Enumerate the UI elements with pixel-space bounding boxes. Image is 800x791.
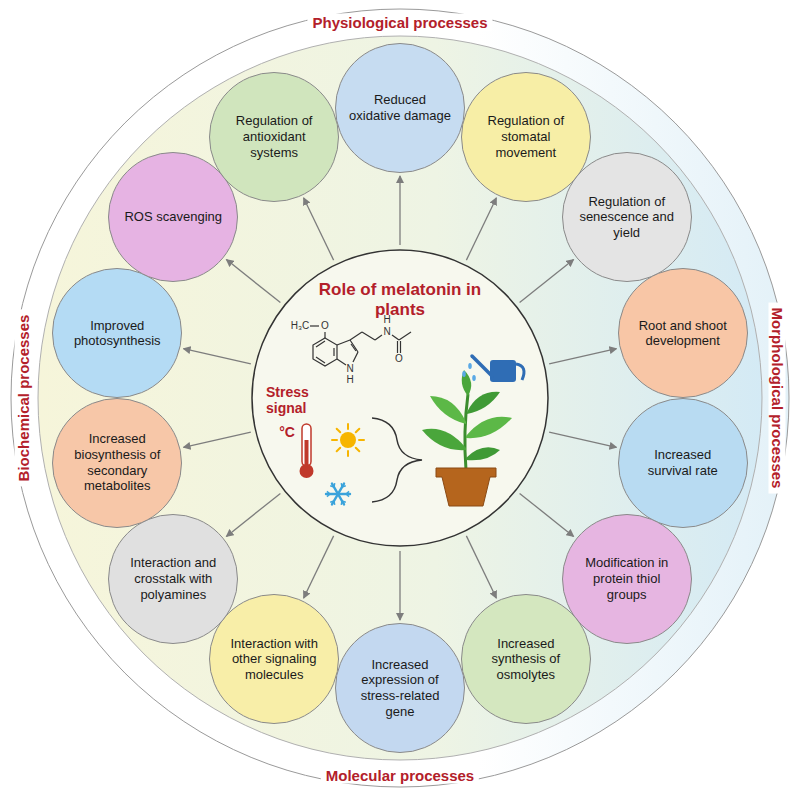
- effect-text: Reduced oxidative damage: [349, 92, 451, 123]
- effect-circle: Improved photosynthesis: [52, 268, 182, 398]
- connector-arrow: [466, 198, 496, 260]
- connector-arrow: [226, 493, 280, 536]
- connector-arrow: [549, 432, 616, 447]
- center-circle: Role of melatonin in plantsStress signal: [250, 248, 550, 548]
- effect-text: Increased biosynthesis of secondary meta…: [66, 431, 168, 493]
- process-label: Physiological processes: [307, 14, 492, 31]
- atom-label: N: [346, 364, 353, 374]
- process-label: Molecular processes: [321, 767, 479, 784]
- atom-label: H₃C: [291, 321, 310, 331]
- atom-label: O: [395, 354, 403, 364]
- effect-text: Regulation of antioxidant systems: [223, 113, 325, 160]
- connector-arrow: [399, 551, 400, 620]
- effect-circle: Increased synthesis of osmolytes: [461, 594, 591, 724]
- process-label: Morphological processes: [769, 303, 786, 494]
- center-title: Role of melatonin in plants: [315, 280, 485, 319]
- connector-arrow: [304, 198, 334, 260]
- effect-circle: Interaction and crosstalk with polyamine…: [108, 514, 238, 644]
- effect-circle: Root and shoot development: [618, 268, 748, 398]
- effect-circle: Increased expression of stress-related g…: [335, 623, 465, 753]
- connector-arrow: [520, 493, 574, 536]
- effect-text: Interaction with other signaling molecul…: [223, 636, 325, 683]
- connector-arrow: [399, 176, 400, 245]
- effect-text: Increased expression of stress-related g…: [349, 657, 451, 719]
- effect-text: Modification in protein thiol groups: [576, 555, 678, 602]
- effect-text: Improved photosynthesis: [66, 318, 168, 349]
- effect-circle: Regulation of senescence and yield: [562, 152, 692, 282]
- effect-circle: Increased biosynthesis of secondary meta…: [52, 398, 182, 528]
- effect-circle: Interaction with other signaling molecul…: [209, 594, 339, 724]
- unit-label: °C: [279, 425, 295, 439]
- process-label: Biochemical processes: [15, 310, 32, 487]
- connector-arrow: [466, 536, 496, 598]
- effect-text: Increased survival rate: [632, 447, 734, 478]
- effect-text: Root and shoot development: [632, 318, 734, 349]
- connector-arrow: [549, 349, 616, 364]
- outer-ring: [11, 9, 789, 787]
- atom-label: H: [383, 315, 390, 325]
- stress-label: Stress signal: [266, 384, 332, 416]
- connector-arrow: [226, 260, 280, 303]
- effect-text: Increased synthesis of osmolytes: [475, 636, 577, 683]
- effect-circle: Regulation of antioxidant systems: [209, 72, 339, 202]
- connector-arrow: [304, 536, 334, 598]
- atom-label: N: [383, 327, 390, 337]
- connector-arrow: [184, 349, 251, 364]
- effect-text: ROS scavenging: [122, 209, 224, 225]
- effect-text: Regulation of stomatal movement: [475, 113, 577, 160]
- effect-text: Regulation of senescence and yield: [576, 194, 678, 241]
- connector-arrow: [184, 432, 251, 447]
- effect-circle: Reduced oxidative damage: [335, 43, 465, 173]
- atom-label: H: [346, 375, 353, 385]
- atom-label: O: [321, 321, 329, 331]
- effect-text: Interaction and crosstalk with polyamine…: [122, 555, 224, 602]
- connector-arrow: [520, 260, 574, 303]
- inner-disk: [38, 36, 762, 760]
- effect-circle: Increased survival rate: [618, 398, 748, 528]
